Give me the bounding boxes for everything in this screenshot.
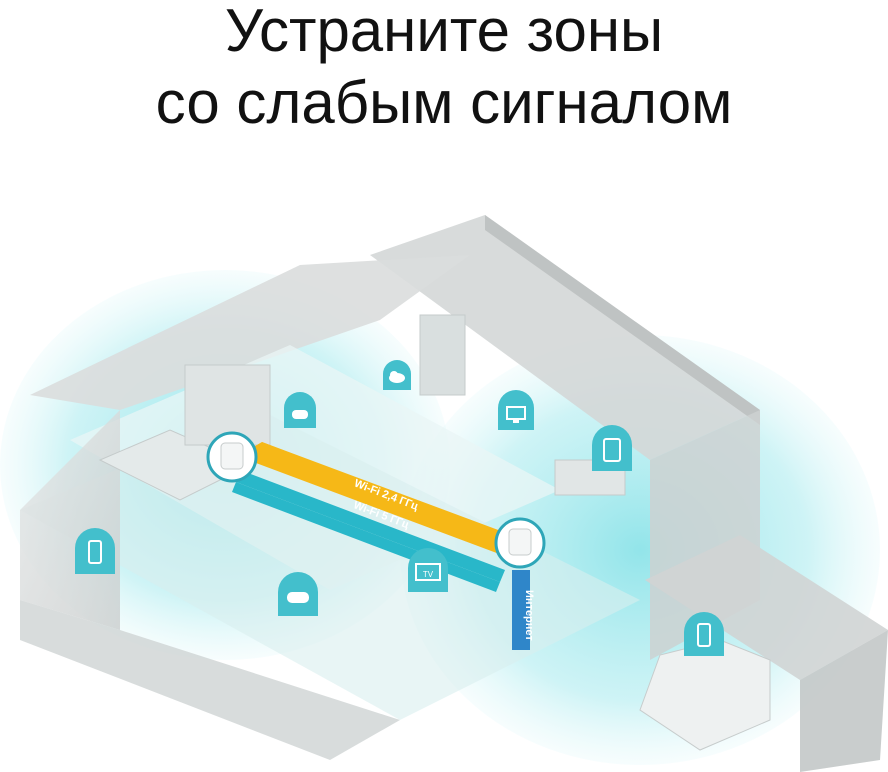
- desktop-badge: [498, 390, 534, 430]
- phone-icon: [88, 540, 102, 564]
- gamepad-badge-lower: [278, 572, 318, 616]
- cloud-badge: [383, 360, 411, 390]
- tablet-icon: [603, 438, 621, 462]
- headline-line-1: Устраните зоны: [224, 0, 664, 64]
- cloud-icon: [389, 371, 405, 383]
- right-roof: [370, 215, 760, 460]
- phone-badge-right: [684, 612, 724, 656]
- tv-badge-label: TV: [423, 570, 434, 579]
- phone-badge-left: [75, 528, 115, 574]
- gamepad-badge-upper: [284, 392, 316, 428]
- mesh-unit-right: [494, 517, 546, 569]
- garage-roof: [645, 535, 888, 680]
- wardrobe: [184, 364, 271, 446]
- band-24-link: Wi-Fi 2,4 ГГц: [248, 442, 525, 558]
- house-illustration: Wi-Fi 2,4 ГГц Wi-Fi 5 ГГц Интернет: [0, 215, 888, 772]
- gamepad-icon: [292, 410, 308, 419]
- mesh-unit-left: [206, 431, 258, 483]
- shelf: [419, 314, 466, 396]
- uplink-label: Интернет: [523, 590, 535, 641]
- car: [639, 639, 771, 751]
- headline-line-2: со слабым сигналом: [155, 69, 733, 136]
- left-roof: [30, 255, 470, 410]
- tv-badge: TV: [408, 548, 448, 592]
- garage-wall: [800, 630, 888, 772]
- phone-icon: [697, 623, 711, 647]
- left-outer-wall: [20, 410, 120, 630]
- tablet-badge: [592, 425, 632, 471]
- uplink-line: Интернет: [512, 570, 535, 650]
- gamepad-icon: [287, 592, 309, 603]
- tv-icon: [415, 563, 441, 581]
- desktop-icon: [506, 406, 526, 423]
